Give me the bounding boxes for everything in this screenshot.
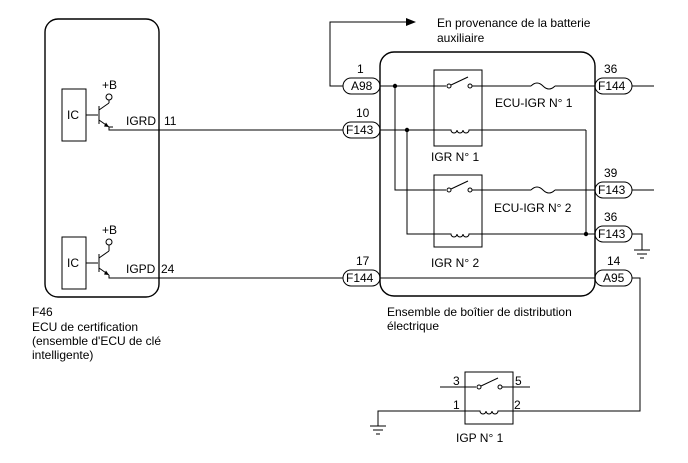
battery-note-line1: En provenance de la batterie [437,16,591,30]
connector-f143-gnd-id: F143 [598,227,626,241]
wire-a95-igp [530,277,641,412]
upper-ic-label: IC [67,108,79,122]
ecu-lower-ic-block: IC +B IGPD 24 [61,223,175,290]
relay-igp1-pin5: 5 [515,374,522,388]
upper-supply-terminal [105,93,113,101]
relay-igp1-pin2: 2 [514,398,521,412]
wire-igpd [108,275,343,279]
relay-igp1-label: IGP N° 1 [456,431,504,445]
ecu-name-line2: (ensemble d'ECU de clé [32,334,161,348]
relay-igp1-coil-icon [440,410,530,415]
connector-f143-in: F143 10 [342,106,381,139]
ecu-name-line1: ECU de certification [32,320,138,334]
fuse-ecu-igr1-label: ECU-IGR N° 1 [495,96,573,110]
connector-a95-id: A95 [603,271,625,285]
lower-supply-terminal [105,238,113,246]
lower-supply-label: +B [102,223,117,237]
connector-a98: A98 1 [342,62,381,95]
relay-igp1-pin1: 1 [453,398,460,412]
connector-f144-in: F144 17 [342,254,381,287]
connector-f143-out39-pin: 39 [604,166,618,180]
fuse-ecu-igr1-icon [530,82,556,90]
junction-box-name-line1: Ensemble de boîtier de distribution [387,305,572,319]
fuse-ecu-igr2-icon [530,186,556,194]
battery-arrow-icon [406,18,416,26]
relay-igr2-coil-icon [434,233,482,238]
connector-a98-id: A98 [351,79,373,93]
battery-note-line2: auxiliaire [437,31,485,45]
pin-igrd-number: 11 [164,114,177,128]
relay-igr1-label: IGR N° 1 [431,150,479,164]
connector-f144-out-pin: 36 [604,62,618,76]
ground-symbol-icon [634,249,650,259]
ecu-certification: IC +B IGRD 11 IC +B IGPD [32,18,177,362]
igp-ground-symbol-icon [370,425,386,435]
pin-igpd-name: IGPD [126,262,156,276]
fuse-ecu-igr2-label: ECU-IGR N° 2 [494,201,572,215]
connector-f143-in-pin: 10 [356,106,370,120]
relay-igp1: 3 5 1 2 IGP N° 1 [370,371,530,445]
connector-a98-pin: 1 [357,62,364,76]
relay-igr1: IGR N° 1 [431,69,586,164]
connector-f143-gnd: F143 36 [594,210,650,259]
relay-igr2: IGR N° 2 [431,174,595,270]
connector-f144-out-id: F144 [598,79,626,93]
relay-igr1-coil-icon [434,129,482,134]
connector-f143-gnd-pin: 36 [604,210,618,224]
junction-box-name-line2: électrique [387,319,439,333]
connector-f143-out39: F143 39 [594,166,654,199]
wire-igrd [108,127,343,131]
connector-f143-out39-id: F143 [598,183,626,197]
connector-f143-in-id: F143 [346,123,374,137]
connector-f144-in-pin: 17 [356,254,370,268]
relay-igr2-label: IGR N° 2 [431,256,479,270]
connector-a95-pin: 14 [607,254,621,268]
connector-f144-out: F144 36 [594,62,654,95]
junction-box: A98 1 F143 10 F144 17 F144 36 F143 39 [342,51,654,333]
ecu-box [44,18,160,298]
pin-igrd-name: IGRD [126,114,156,128]
ecu-code: F46 [32,305,53,319]
upper-supply-label: +B [102,78,117,92]
lower-ic-label: IC [67,256,79,270]
ecu-upper-ic-block: IC +B IGRD 11 [61,78,177,142]
pin-igpd-number: 24 [161,262,175,276]
connector-f144-in-id: F144 [346,271,374,285]
ecu-name-line3: intelligente) [32,348,93,362]
battery-feed: En provenance de la batterie auxiliaire [329,16,591,87]
relay-igp1-pin3: 3 [453,374,460,388]
connector-a95: A95 14 [594,254,633,287]
junction-box-outline [379,51,596,297]
